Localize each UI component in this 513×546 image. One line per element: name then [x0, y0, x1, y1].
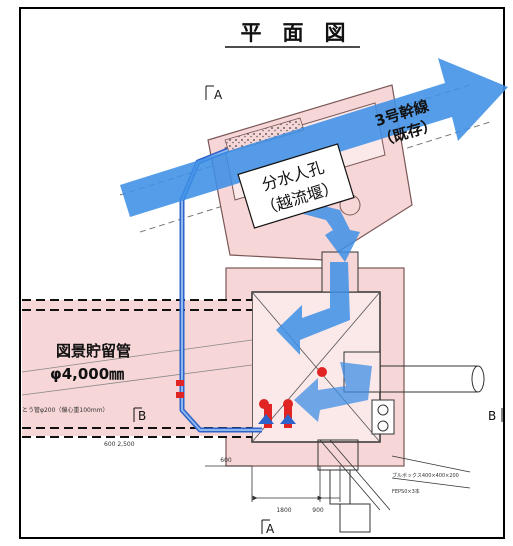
section-mark-a-top: A [205, 85, 223, 102]
section-mark-b-right: B [488, 408, 503, 423]
storage-pipe-label-2: φ4,000㎜ [50, 365, 124, 383]
section-mark-b-left: B [133, 407, 146, 423]
dimension-600: 600 [220, 457, 232, 464]
dimension-left-note: 600 2,500 [104, 441, 135, 448]
box-note: ブルボックス400×400×200 [392, 472, 459, 479]
foundation-piers [317, 439, 391, 533]
small-pipe-note: とう管φ200（偏心重100mm） [22, 406, 109, 414]
trunk-flow-arrow [120, 58, 508, 217]
storage-pipe [21, 299, 253, 438]
section-b-left-label: B [138, 409, 146, 423]
dimension-900: 900 [312, 507, 324, 514]
outlet-pipe [380, 365, 485, 393]
section-b-right-label: B [488, 409, 496, 423]
drawing-title: 平 面 図 [241, 20, 346, 45]
section-mark-a-bottom: A [261, 519, 275, 536]
valve-box [371, 399, 395, 435]
fep-note: FEPS0×3本 [392, 488, 420, 495]
section-a-top-label: A [214, 88, 223, 102]
dimension-1800: 1800 [276, 507, 291, 514]
overflow-flow-arrows [276, 200, 372, 422]
red-markers [176, 367, 327, 428]
overflow-chamber [225, 251, 405, 467]
storage-pipe-label-1: 図景貯留管 [56, 342, 131, 360]
drawing-border [19, 7, 505, 539]
dimension-lines [205, 455, 471, 502]
section-a-bottom-label: A [266, 522, 275, 536]
